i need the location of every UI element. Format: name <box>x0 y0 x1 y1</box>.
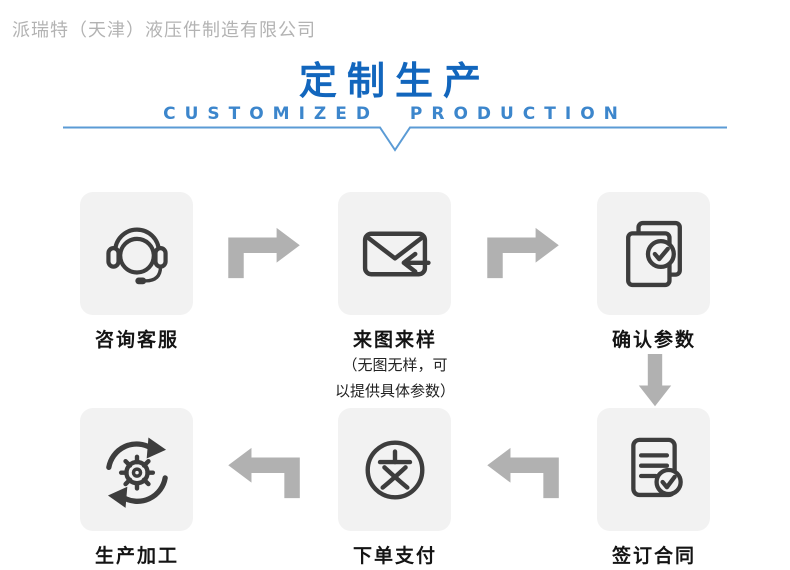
documents-check-icon <box>625 220 682 287</box>
title-divider <box>63 126 727 158</box>
step-label-sample: 来图来样 <box>352 329 437 351</box>
step-label-pay: 下单支付 <box>352 545 437 567</box>
flow-arrow-left-2-icon <box>225 444 305 502</box>
flow-arrow-down-icon <box>636 354 674 408</box>
sample-note-line1: （无图无样，可 <box>342 356 448 374</box>
flow-arrow-left-1-icon <box>484 444 564 502</box>
envelope-arrow-icon <box>362 231 431 276</box>
page-subtitle: CUSTOMIZED PRODUCTION <box>163 104 627 124</box>
step-label-produce: 生产加工 <box>94 545 179 567</box>
step-label-consult: 咨询客服 <box>94 329 179 351</box>
flow-arrow-right-1-icon <box>225 224 305 282</box>
headset-icon <box>105 227 168 284</box>
contract-check-icon <box>630 437 683 497</box>
flow-arrow-right-2-icon <box>484 224 564 282</box>
page-title: 定制生产 <box>298 59 491 103</box>
sample-note-line2: 以提供具体参数） <box>334 382 455 400</box>
step-label-contract: 签订合同 <box>611 545 696 567</box>
gear-cycle-icon <box>105 436 168 508</box>
sample-note: （无图无样，可 以提供具体参数） <box>265 352 525 404</box>
step-box-contract <box>597 408 710 531</box>
step-box-pay <box>338 408 451 531</box>
step-box-consult <box>80 192 193 315</box>
step-box-sample <box>338 192 451 315</box>
company-name: 派瑞特（天津）液压件制造有限公司 <box>12 20 316 41</box>
step-box-produce <box>80 408 193 531</box>
alipay-icon <box>365 440 424 499</box>
step-box-confirm <box>597 192 710 315</box>
step-label-confirm: 确认参数 <box>611 329 696 351</box>
